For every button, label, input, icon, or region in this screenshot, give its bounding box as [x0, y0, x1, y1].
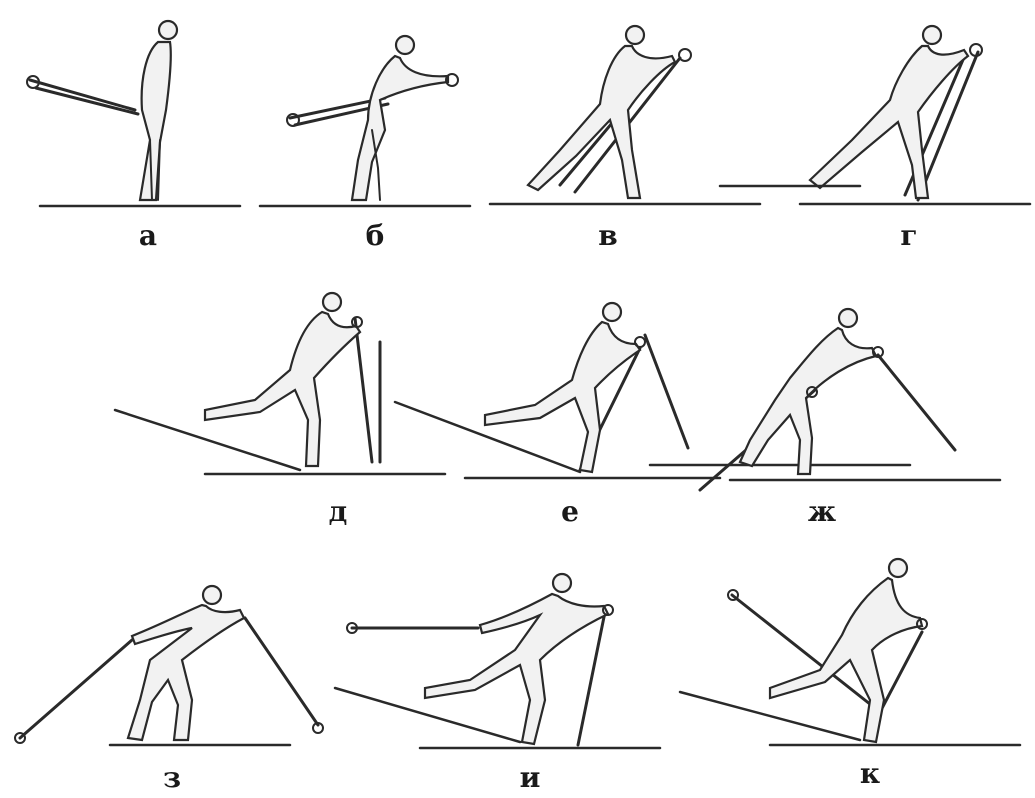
- panel-label-b: б: [366, 222, 385, 250]
- skier-figure-a: [27, 21, 240, 206]
- panel-label-g: г: [900, 222, 917, 250]
- skier-figure-b: [260, 36, 470, 206]
- skier-figure-d: [115, 293, 445, 474]
- skier-figure-g: [720, 26, 1030, 204]
- skier-figure-e: [395, 303, 720, 478]
- panel-label-a: а: [139, 222, 157, 250]
- panel-label-d: д: [329, 498, 348, 526]
- skier-figure-z: [15, 586, 323, 745]
- skier-figure-zh: [650, 309, 1000, 490]
- skier-figure-v: [490, 26, 760, 204]
- panel-label-e: е: [561, 498, 579, 526]
- panel-label-zh: ж: [808, 498, 836, 526]
- panel-label-z: з: [163, 764, 181, 792]
- panel-label-k: к: [860, 760, 880, 788]
- panel-label-i: и: [520, 764, 541, 792]
- panel-label-v: в: [598, 222, 617, 250]
- skier-figure-k: [680, 559, 1020, 745]
- skier-figure-i: [335, 574, 660, 748]
